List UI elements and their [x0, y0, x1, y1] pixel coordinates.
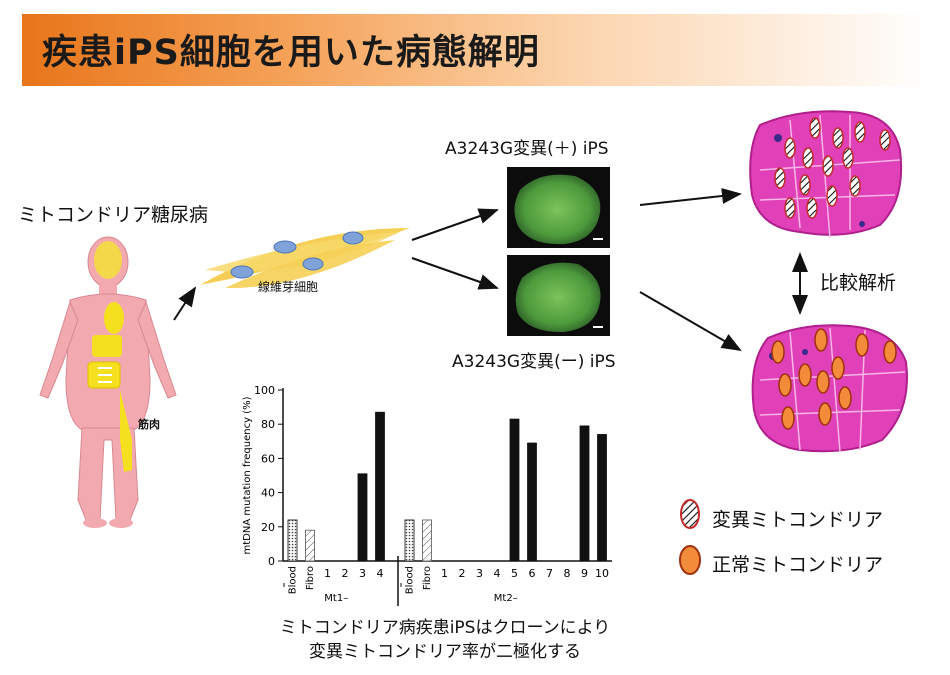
arrow-to-normal-tissue [639, 291, 742, 352]
page-title: 疾患iPS細胞を用いた病態解明 [42, 33, 540, 73]
ips-minus-label: A3243G変異(ー) iPS [452, 352, 616, 372]
bar [404, 519, 415, 562]
arrow-body-to-fibroblast [173, 286, 197, 321]
x-tick-label: 5 [511, 567, 518, 580]
x-tick-label: 1 [324, 567, 331, 580]
x-tick-label: 7 [546, 567, 553, 580]
x-tick-label: 9 [581, 567, 588, 580]
arrow-to-mutant-tissue [639, 188, 742, 206]
x-tick-label: 2 [342, 567, 349, 580]
fibroblast-cells [200, 228, 410, 289]
arrow-to-ips-minus [411, 257, 499, 290]
y-tick-label: 100 [254, 384, 275, 397]
group-label: Mt2– [494, 593, 518, 604]
bar [305, 529, 315, 562]
x-tick-label: 1 [441, 567, 448, 580]
muscle-tissue-mutant [749, 110, 903, 239]
bar [422, 519, 432, 562]
conclusion-line-2: 変異ミトコンドリア率が二極化する [309, 642, 581, 662]
bar [375, 411, 385, 562]
x-tick-label: 3 [476, 567, 483, 580]
y-tick-label: 0 [268, 555, 275, 568]
ips-colony-image-minus [507, 255, 610, 336]
conclusion-line-1: ミトコンドリア病疾患iPSはクローンにより [279, 618, 611, 638]
bar [579, 425, 590, 562]
x-tick-label: 8 [564, 567, 571, 580]
y-axis-label: mtDNA mutation frequency (%) [242, 396, 253, 554]
arrow-to-ips-plus [411, 208, 499, 241]
legend-normal-symbol [679, 545, 701, 575]
legend-normal-label: 正常ミトコンドリア [712, 554, 884, 576]
x-tick-label: Blood [405, 566, 416, 594]
y-tick-label: 40 [261, 487, 275, 500]
x-tick-label: 4 [494, 567, 501, 580]
ips-colony-image-plus [507, 167, 610, 248]
muscle-tissue-normal [751, 324, 908, 453]
patient-label: ミトコンドリア糖尿病 [18, 204, 209, 226]
compare-label: 比較解析 [820, 272, 897, 294]
y-tick-label: 80 [261, 418, 275, 431]
legend-mutant-label: 変異ミトコンドリア [712, 509, 884, 531]
bar [527, 442, 537, 562]
fibroblast-label: 線維芽細胞 [258, 280, 319, 294]
y-tick-label: 60 [261, 452, 275, 465]
legend-mutant-symbol [680, 499, 700, 529]
x-tick-label: 4 [377, 567, 384, 580]
x-tick-label: 3 [359, 567, 366, 580]
x-tick-label: 6 [529, 567, 536, 580]
conclusion-text: ミトコンドリア病疾患iPSはクローンにより 変異ミトコンドリア率が二極化する [265, 616, 625, 664]
x-tick-label: Fibro [305, 566, 316, 590]
ips-plus-label: A3243G変異(＋) iPS [445, 139, 609, 159]
title-banner [22, 14, 932, 86]
muscle-label: 筋肉 [138, 418, 160, 431]
x-tick-label: Fibro [422, 566, 433, 590]
x-tick-label: 10 [595, 567, 609, 580]
group-label: Mt1– [324, 593, 348, 604]
x-tick-label: 2 [459, 567, 466, 580]
bar [509, 418, 520, 562]
bar [357, 473, 368, 562]
bar [597, 434, 607, 562]
y-tick-label: 20 [261, 521, 275, 534]
bar [287, 519, 298, 562]
human-body-illustration [39, 236, 177, 528]
x-tick-label: Blood [288, 566, 299, 594]
